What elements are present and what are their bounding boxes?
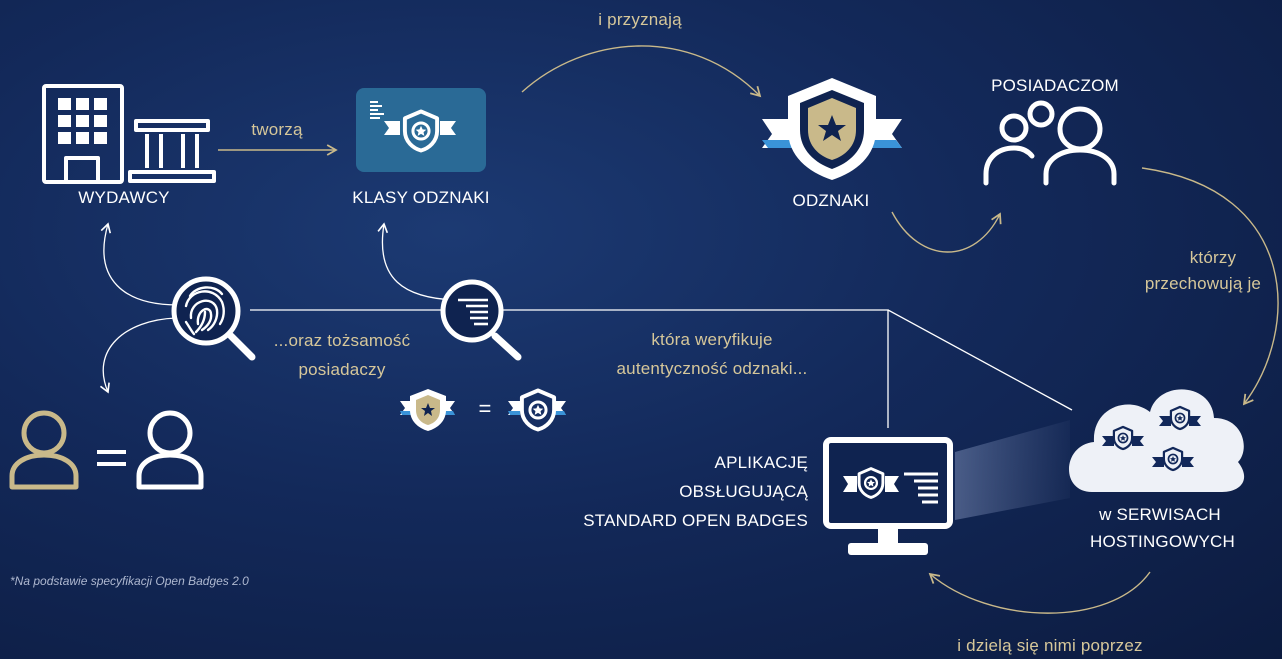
cloud-icon (1068, 389, 1245, 492)
app-label-line2: OBSŁUGUJĄCĄ (679, 482, 808, 501)
share-label: i dzielą się nimi poprzez (957, 636, 1143, 655)
app-label-line1: APLIKACJĘ (714, 453, 808, 472)
building-icon (42, 84, 124, 184)
arrow-badges-to-earners (891, 211, 1002, 253)
arrow-identity-to-issuers (100, 222, 179, 306)
create-label: tworzą (251, 120, 303, 139)
badge-equals-sign: = (478, 396, 492, 421)
badge-classes-label: KLASY ODZNAKI (352, 188, 490, 207)
institution-icon (128, 119, 216, 183)
badges-label: ODZNAKI (792, 191, 870, 210)
app-label-line3: STANDARD OPEN BADGES (583, 511, 808, 530)
connectors (99, 45, 1279, 614)
monitor-icon (823, 437, 953, 555)
issuers-label: WYDAWCY (78, 188, 170, 207)
fingerprint-search-icon (171, 276, 256, 361)
verify-label-line1: która weryfikuje (651, 330, 773, 349)
badge-class-card-icon (356, 88, 486, 172)
hosts-label-line1: w SERWISACH (1099, 505, 1221, 524)
identity-equals-sign (97, 450, 126, 466)
people-icon (983, 100, 1117, 186)
display-beam (955, 420, 1070, 520)
hosts-label-line2: HOSTINGOWYCH (1090, 532, 1236, 551)
identity-label-line2: posiadaczy (298, 360, 386, 379)
arrow-award (521, 45, 762, 98)
person-white-icon (136, 410, 204, 490)
arrow-identity-to-person (99, 317, 177, 394)
badge-icon (762, 78, 902, 180)
who-store-line2: przechowują je (1144, 274, 1262, 293)
arrow-earners-to-hosts (1141, 167, 1279, 406)
footnote: *Na podstawie specyfikacji Open Badges 2… (10, 574, 249, 588)
line-hosts-to-verify (887, 309, 1073, 411)
who-store-line1: którzy (1189, 248, 1237, 267)
identity-label-line1: ...oraz tożsamość (273, 331, 411, 350)
badge-gold-small-icon (400, 389, 455, 431)
award-label: i przyznają (598, 10, 682, 29)
arrow-verify-to-badge-classes (377, 222, 456, 301)
person-gold-icon (9, 410, 79, 490)
badge-white-small-icon (508, 388, 566, 432)
earners-label: POSIADACZOM (991, 76, 1119, 95)
verify-label-line2: autentyczność odznaki... (616, 359, 808, 378)
document-search-icon (440, 279, 522, 361)
arrow-hosts-to-app (928, 571, 1151, 614)
